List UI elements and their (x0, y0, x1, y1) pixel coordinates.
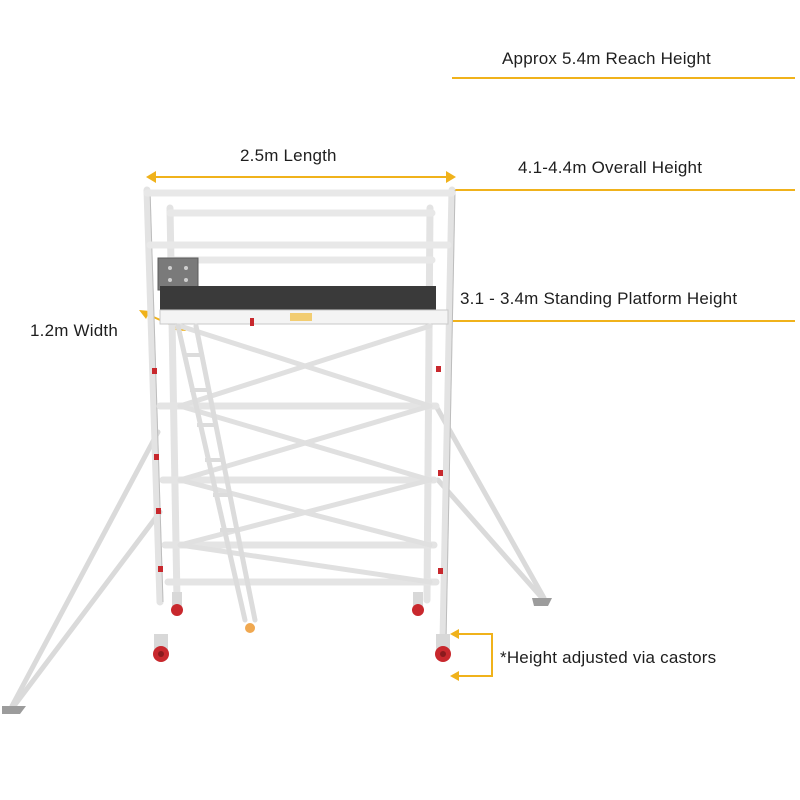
castor-wheels (153, 592, 451, 662)
arrow-left-icon (146, 171, 156, 183)
access-ladder (175, 323, 258, 623)
overall-height-label: 4.1-4.4m Overall Height (518, 158, 703, 177)
length-label: 2.5m Length (240, 146, 337, 165)
arrow-right-icon (446, 171, 456, 183)
platform-deck (160, 286, 436, 310)
guard-rails (143, 189, 456, 264)
arrow-left-icon (450, 629, 459, 639)
stabilizer-right (433, 403, 547, 601)
reach-height-label: Approx 5.4m Reach Height (502, 49, 711, 68)
castors-note-label: *Height adjusted via castors (500, 648, 717, 667)
arrow-left-icon (450, 671, 459, 681)
cross-braces (177, 323, 433, 585)
stabilizer-left (9, 429, 163, 709)
width-label: 1.2m Width (30, 321, 118, 340)
stabilizer-foot-right (532, 598, 552, 606)
stabilizer-foot-left (2, 706, 26, 714)
castor-bracket (455, 633, 493, 677)
arrow-icon (139, 310, 150, 319)
platform-height-label: 3.1 - 3.4m Standing Platform Height (460, 289, 738, 308)
mounting-plate (157, 257, 199, 291)
